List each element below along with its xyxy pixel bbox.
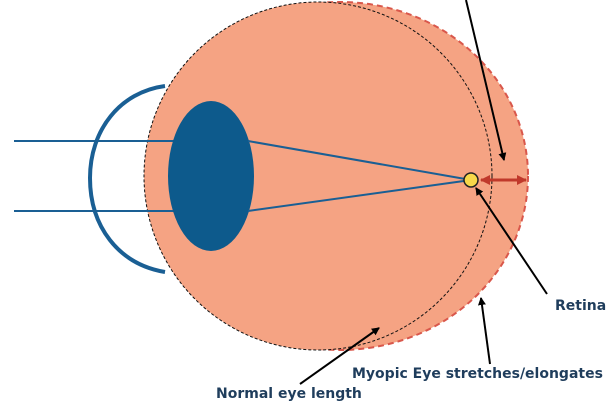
normal-eye-length-label: Normal eye length — [216, 386, 362, 402]
retina-label: Retina — [555, 298, 606, 314]
focal-point — [464, 173, 478, 187]
myopic-pointer-arrow — [481, 298, 490, 364]
myopic-eye-label: Myopic Eye stretches/elongates — [352, 366, 603, 382]
lens — [168, 101, 254, 251]
